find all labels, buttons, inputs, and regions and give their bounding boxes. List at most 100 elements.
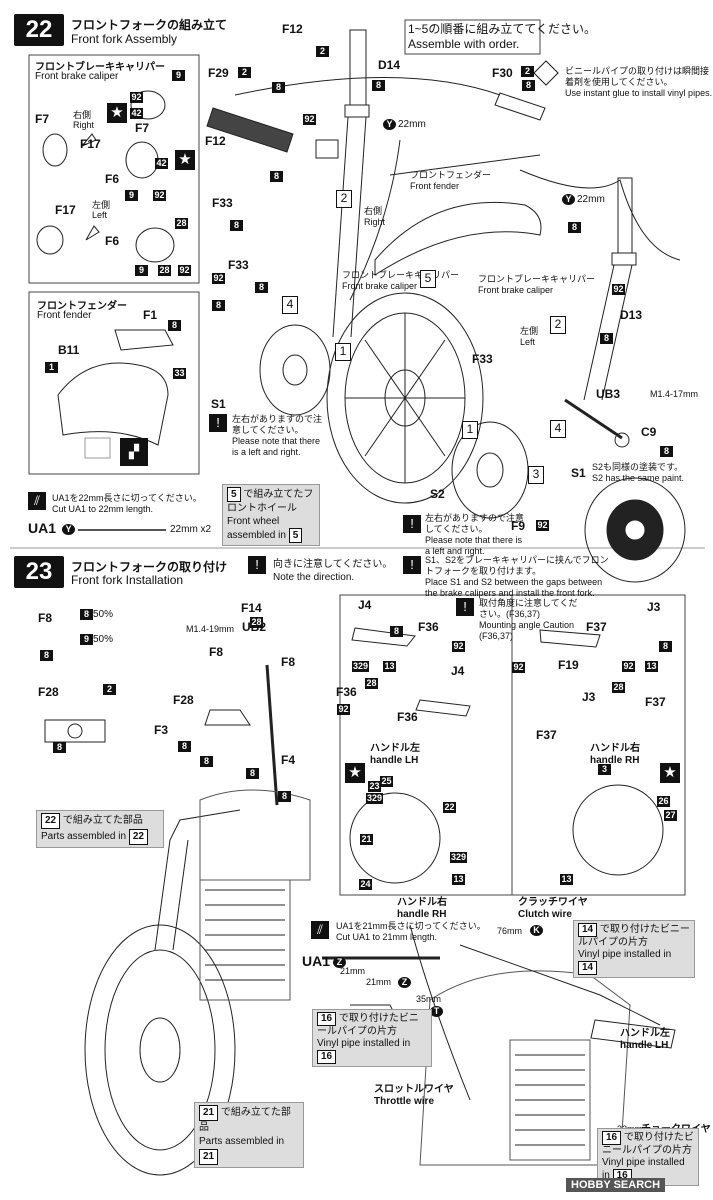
part-j4-b: J4 (451, 664, 465, 678)
ua1-pipe (78, 529, 166, 531)
part-f33-c: F33 (472, 352, 493, 366)
part-j3: J3 (647, 600, 661, 614)
step-22-title-jp: フロントフォークの組み立て (71, 18, 228, 32)
part-f7-a: F7 (35, 112, 50, 126)
part-badge: 92 (303, 114, 316, 125)
part-badge: 8 (600, 333, 613, 344)
part-badge: 8 (659, 641, 672, 652)
ua1-label: UA1 (28, 520, 57, 536)
part-badge: 28 (365, 678, 378, 689)
part-badge: 13 (560, 874, 573, 885)
part-j4: J4 (358, 598, 372, 612)
part-badge: 2 (103, 684, 116, 695)
handle-rh-wire-label: ハンドル右 handle RH (397, 897, 447, 920)
handle-rh-label: ハンドル右 handle RH (590, 743, 640, 766)
part-badge: 28 (612, 682, 625, 693)
part-badge: 13 (452, 874, 465, 885)
part-badge: 25 (380, 776, 393, 787)
part-f12-top: F12 (282, 22, 303, 36)
part-badge: 92 (622, 661, 635, 672)
part-badge: 21 (360, 834, 373, 845)
part-badge: 28 (158, 265, 171, 276)
part-badge: 28 (175, 218, 188, 229)
part-badge: 9 (125, 190, 138, 201)
part-s1-b: S1 (571, 466, 586, 480)
fender-label: フロントフェンダー Front fender (410, 170, 492, 191)
part-s1: S1 (211, 397, 226, 411)
wheel-ref-box: 5 で組み立てたフロントホイール Front wheel assembled i… (222, 484, 320, 546)
mix-b: 50% (93, 634, 114, 645)
part-badge: 8 (40, 650, 53, 661)
part-badge: 8 (278, 791, 291, 802)
assembled-22-box: 22 で組み立てた部品 Parts assembled in 22 (36, 810, 164, 848)
vinyl-pipe-14-box: 14 で取り付けたビニールパイプの片方 Vinyl pipe installed… (573, 920, 695, 978)
handle-lh-wire-label: ハンドル左 handle LH (620, 1028, 670, 1051)
clutch-wire-label: クラッチワイヤ Clutch wire (518, 897, 588, 920)
step-22-title-en: Front fork Assembly (71, 32, 178, 46)
part-badge: 2 (238, 67, 251, 78)
part-badge: 8 (246, 768, 259, 779)
caliper-left-label: フロントブレーキキャリパー Front brake caliper (478, 274, 596, 295)
len-76: 76mm (497, 926, 523, 936)
marker-y: Y (383, 119, 396, 130)
caliper-right-jp: 右側 (73, 110, 92, 120)
part-badge: 28 (250, 617, 263, 628)
y-length-a: 22mm (398, 119, 426, 130)
part-badge: 13 (383, 661, 396, 672)
cut-pipe-icon: ⫽ (28, 492, 46, 510)
part-f17-a: F17 (80, 137, 101, 151)
part-f37-b: F37 (645, 695, 666, 709)
ub2-size: M1.4-19mm (186, 624, 235, 634)
part-f36-c: F36 (397, 710, 418, 724)
part-f29: F29 (208, 66, 229, 80)
part-f36-b: F36 (336, 685, 357, 699)
part-f12: F12 (205, 134, 226, 148)
marker-t: T (430, 1006, 443, 1017)
direction-note: 向きに注意してください。 Note the direction. (273, 559, 393, 583)
caution-icon: ! (248, 556, 266, 574)
part-badge: 9 (172, 70, 185, 81)
part-badge: 1 (45, 362, 58, 373)
part-d14: D14 (378, 58, 401, 72)
y-length-b: 22mm (577, 194, 605, 205)
star-icon: ★ (345, 763, 365, 783)
caution-icon: ! (403, 556, 421, 574)
caliper-left-en: Left (92, 210, 108, 220)
fender-box-title-en: Front fender (37, 310, 92, 321)
s1-note: 左右がありますので注意してください。 Please note that ther… (232, 414, 323, 457)
order-mark: 5 (420, 270, 436, 288)
part-badge: 92 (452, 641, 465, 652)
part-f7-b: F7 (135, 121, 150, 135)
ua1-length: 22mm x2 (170, 524, 212, 535)
part-badge: 8 (522, 80, 535, 91)
part-badge: 92 (512, 662, 525, 673)
step-23-title-jp: フロントフォークの取り付け (71, 560, 228, 574)
part-badge: 8 (200, 756, 213, 767)
step-23-title-en: Front fork Installation (71, 573, 184, 587)
fender-box-title-jp: フロントフェンダー (37, 301, 127, 312)
s2-note: 左右がありますので注意してください。 Please note that ther… (425, 513, 525, 556)
len-21b: 21mm (366, 977, 392, 987)
part-badge: 8 (390, 626, 403, 637)
part-badge: 2 (316, 46, 329, 57)
part-badge: 8 (372, 80, 385, 91)
part-f33-a: F33 (212, 196, 233, 210)
marker-k: K (530, 925, 543, 936)
s2-same-paint: S2も同様の塗装です。 S2 has the same paint. (592, 462, 685, 483)
part-badge: 8 (270, 171, 283, 182)
order-note: 1~5の順番に組み立ててください。 Assemble with order. (408, 22, 596, 51)
part-badge: 329 (450, 852, 468, 863)
part-f1: F1 (143, 308, 158, 322)
ub3-size: M1.4-17mm (650, 389, 699, 399)
ua1-label-23: UA1 (302, 953, 331, 969)
part-f30: F30 (492, 66, 513, 80)
part-f19: F19 (558, 658, 579, 672)
part-badge: 2 (521, 66, 534, 77)
throttle-wire-label: スロットルワイヤ Throttle wire (374, 1084, 454, 1107)
part-badge: 26 (657, 796, 670, 807)
part-badge: 329 (366, 793, 384, 804)
part-badge: 92 (130, 92, 143, 103)
star-icon: ★ (175, 150, 195, 170)
part-f37-c: F37 (536, 728, 557, 742)
order-mark: 3 (528, 466, 544, 484)
